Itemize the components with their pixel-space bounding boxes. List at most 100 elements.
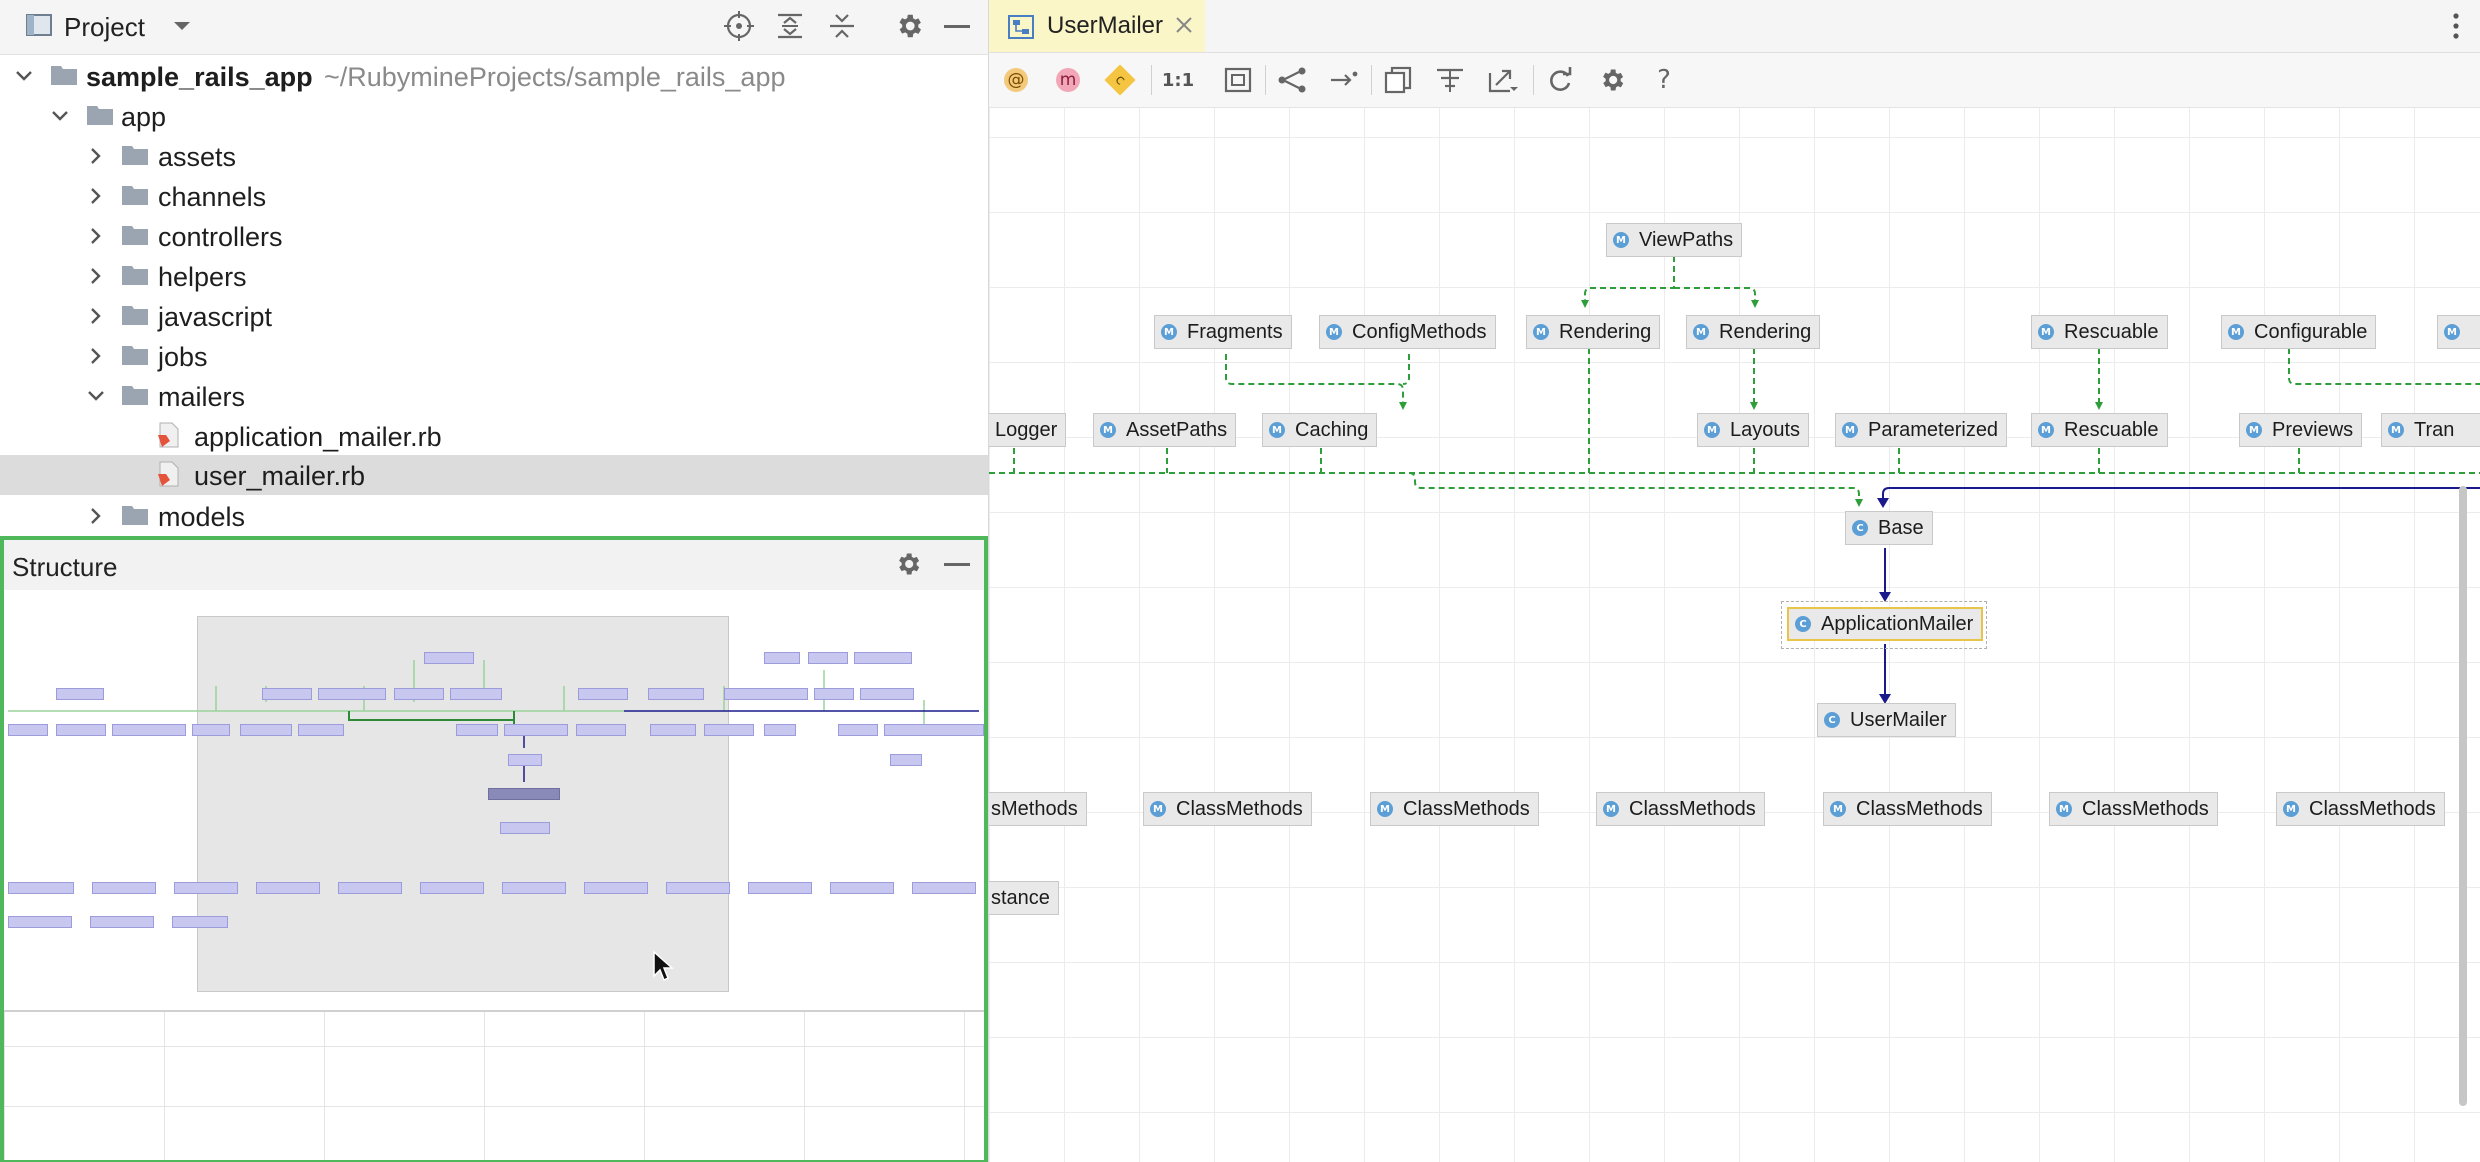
tree-row-helpers[interactable]: helpers bbox=[0, 256, 988, 296]
locate-icon[interactable] bbox=[724, 11, 754, 45]
minimap-node bbox=[8, 724, 48, 736]
chevron-right-icon[interactable] bbox=[84, 344, 108, 368]
help-button[interactable]: ? bbox=[1657, 65, 1671, 95]
minimap-node bbox=[500, 822, 550, 834]
fit-content-icon[interactable] bbox=[1221, 63, 1255, 97]
collapse-all-icon[interactable] bbox=[828, 12, 856, 44]
minimap-node bbox=[338, 882, 402, 894]
module-icon: M bbox=[2038, 422, 2054, 438]
actual-size-button[interactable]: 1:1 bbox=[1161, 69, 1195, 91]
toolbar-separator bbox=[1151, 65, 1152, 95]
minimize-icon[interactable] bbox=[944, 563, 970, 566]
show-fields-button[interactable]: @ bbox=[999, 63, 1033, 97]
module-icon: M bbox=[1326, 324, 1342, 340]
minimap-node bbox=[456, 724, 498, 736]
diagram-node-classmethods[interactable]: sMethods bbox=[989, 792, 1087, 826]
minimize-icon[interactable] bbox=[944, 25, 970, 28]
project-view-icon[interactable] bbox=[26, 14, 52, 36]
chevron-right-icon[interactable] bbox=[84, 264, 108, 288]
chevron-down-icon[interactable] bbox=[84, 384, 108, 408]
minimap-node bbox=[92, 882, 156, 894]
minimap-node bbox=[890, 754, 922, 766]
tree-row-javascript[interactable]: javascript bbox=[0, 296, 988, 336]
diagram-icon bbox=[1008, 15, 1034, 39]
diagram-node-partial[interactable]: M bbox=[2437, 315, 2480, 349]
tree-row-assets[interactable]: assets bbox=[0, 136, 988, 176]
chevron-right-icon[interactable] bbox=[84, 504, 108, 528]
route-edges-icon[interactable] bbox=[1327, 63, 1361, 97]
tree-row-sample-rails-app[interactable]: sample_rails_app ~/RubymineProjects/samp… bbox=[0, 56, 988, 96]
chevron-right-icon[interactable] bbox=[84, 224, 108, 248]
expand-all-icon[interactable] bbox=[776, 12, 804, 44]
show-constants-button[interactable]: c bbox=[1103, 63, 1137, 97]
tree-row-jobs[interactable]: jobs bbox=[0, 336, 988, 376]
project-panel-title[interactable]: Project bbox=[64, 12, 145, 42]
gear-icon[interactable] bbox=[894, 11, 924, 45]
node-label: stance bbox=[991, 886, 1050, 909]
chevron-down-icon[interactable] bbox=[172, 18, 192, 37]
export-icon[interactable] bbox=[1485, 63, 1519, 97]
close-icon[interactable] bbox=[1173, 14, 1195, 40]
tab-usermailer[interactable]: UserMailer bbox=[989, 0, 1205, 52]
tree-row-models[interactable]: models bbox=[0, 496, 988, 536]
diagram-toolbar: @ m c 1:1 ? bbox=[989, 53, 2480, 108]
tree-row-controllers[interactable]: controllers bbox=[0, 216, 988, 256]
tree-row-mailers[interactable]: mailers bbox=[0, 376, 988, 416]
refresh-icon[interactable] bbox=[1543, 63, 1577, 97]
tree-row-app[interactable]: app bbox=[0, 96, 988, 136]
at-icon: @ bbox=[1004, 68, 1028, 92]
layout-icon[interactable] bbox=[1275, 63, 1309, 97]
structure-grid-area bbox=[4, 1010, 984, 1160]
chevron-right-icon[interactable] bbox=[84, 184, 108, 208]
tree-row-user-mailer[interactable]: user_mailer.rb bbox=[0, 455, 988, 495]
diagram-node-instance[interactable]: stance bbox=[989, 881, 1059, 915]
editor-area: UserMailer @ m c 1:1 ? bbox=[988, 0, 2480, 1162]
structure-panel-header: Structure bbox=[4, 540, 984, 590]
show-methods-button[interactable]: m bbox=[1051, 63, 1085, 97]
gear-icon[interactable] bbox=[1595, 63, 1629, 97]
tree-row-application-mailer[interactable]: application_mailer.rb bbox=[0, 416, 988, 456]
diagram-minimap[interactable] bbox=[4, 590, 984, 1010]
tree-row-channels[interactable]: channels bbox=[0, 176, 988, 216]
chevron-right-icon[interactable] bbox=[84, 304, 108, 328]
minimap-viewport[interactable] bbox=[197, 616, 729, 992]
diagram-node-rescuable[interactable]: M Rescuable bbox=[2031, 413, 2168, 447]
gear-icon[interactable] bbox=[894, 550, 922, 582]
minimap-node bbox=[830, 882, 894, 894]
minimap-node bbox=[8, 882, 74, 894]
align-icon[interactable] bbox=[1433, 63, 1467, 97]
diagram-node-logger[interactable]: Logger bbox=[989, 413, 1067, 447]
chevron-right-icon[interactable] bbox=[84, 144, 108, 168]
minimap-node bbox=[884, 724, 984, 736]
folder-icon bbox=[122, 506, 148, 525]
chevron-down-icon[interactable] bbox=[12, 64, 36, 88]
minimap-node bbox=[576, 724, 626, 736]
node-label: Rescuable bbox=[2064, 418, 2159, 441]
copy-diagram-icon[interactable] bbox=[1381, 63, 1415, 97]
more-options-icon[interactable] bbox=[2451, 12, 2461, 44]
chevron-down-icon[interactable] bbox=[48, 104, 72, 128]
